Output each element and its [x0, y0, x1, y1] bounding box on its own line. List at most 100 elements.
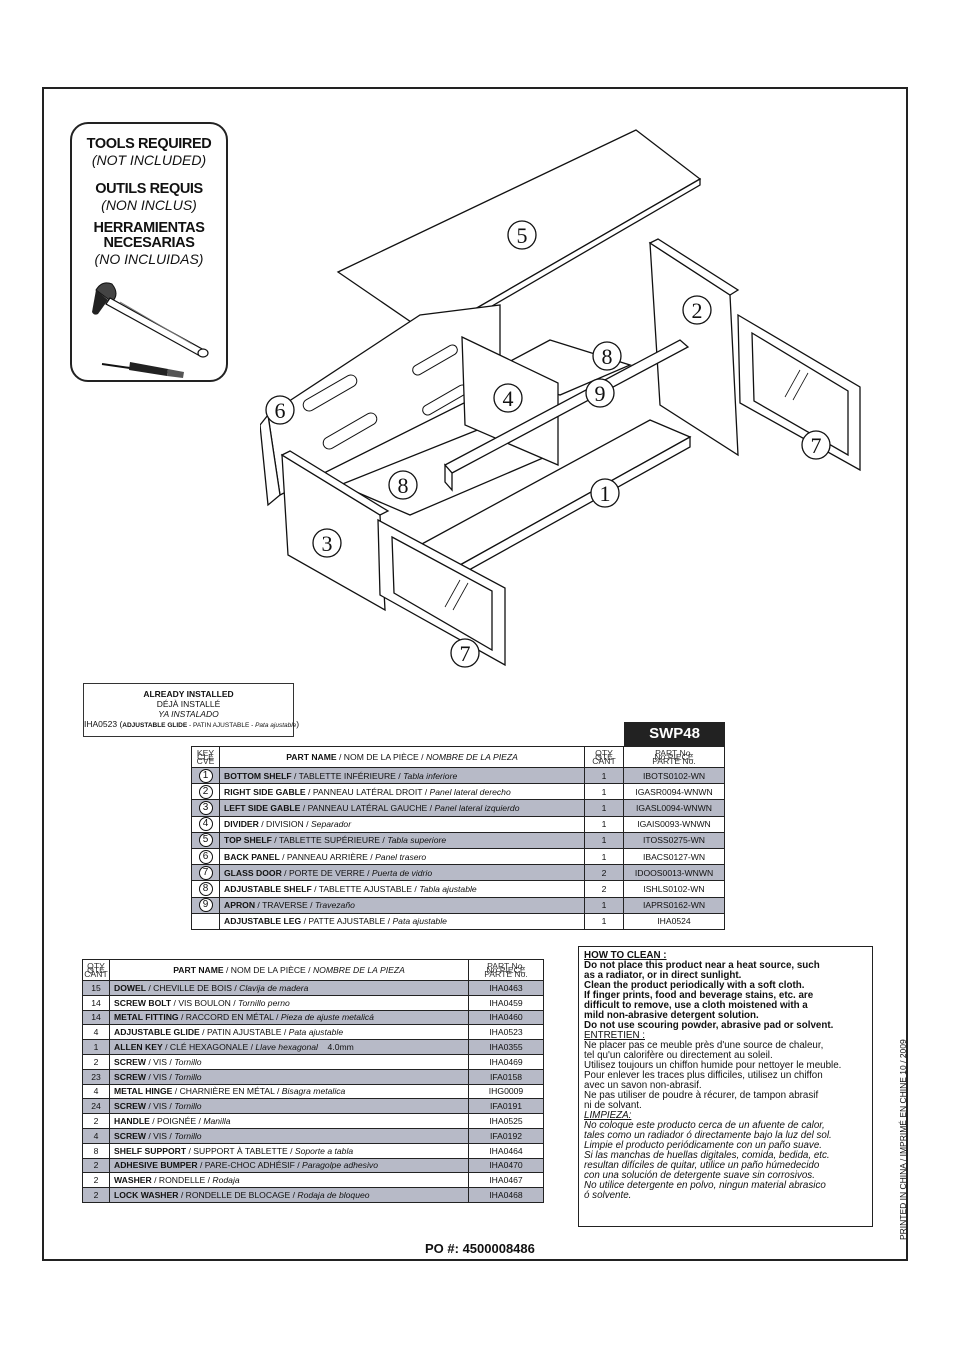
parts-number: ITOSS0275-WN: [623, 831, 725, 849]
clean-line: Ne pas utiliser de poudre à récurer, de …: [584, 1090, 819, 1101]
hardware-part-number: IFA0191: [468, 1098, 544, 1115]
diagram-label-7a: 7: [811, 433, 822, 458]
diagram-label-5: 5: [517, 223, 528, 248]
parts-key: [191, 912, 220, 930]
hardware-part-number: IHA0467: [468, 1172, 544, 1189]
parts-name: APRON / TRAVERSE / Travezaño: [219, 896, 585, 914]
clean-title-en: HOW TO CLEAN :: [584, 950, 667, 961]
parts-key: 7: [191, 864, 220, 882]
clean-line: Utilisez toujours un chiffon humide pour…: [584, 1060, 842, 1071]
hardware-qty: 4: [82, 1127, 110, 1144]
hardware-name: SHELF SUPPORT / SUPPORT À TABLETTE / Sop…: [109, 1142, 469, 1159]
hardware-name: SCREW BOLT / VIS BOULON / Tornillo perno: [109, 994, 469, 1011]
diagram-label-9: 9: [595, 381, 606, 406]
hardware-name: METAL FITTING / RACCORD EN MÉTAL / Pieza…: [109, 1009, 469, 1026]
diagram-label-6: 6: [275, 398, 286, 423]
parts-qty: 1: [584, 912, 624, 930]
parts-qty: 2: [584, 880, 624, 898]
parts-number: IAPRS0162-WN: [623, 896, 725, 914]
key-number-badge: 1: [198, 768, 213, 783]
parts-key: 6: [191, 847, 220, 866]
hardware-header-name: PART NAME / NOM DE LA PIÈCE / NOMBRE DE …: [109, 959, 469, 981]
model-number: SWP48: [624, 722, 725, 746]
parts-qty: 1: [584, 815, 624, 833]
hardware-qty: 2: [82, 1172, 110, 1189]
clean-line: Pour enlever les traces plus difficiles,…: [584, 1070, 823, 1081]
hardware-qty: 15: [82, 980, 110, 996]
hardware-name: SCREW / VIS / Tornillo: [109, 1127, 469, 1144]
parts-number: IHA0524: [623, 912, 725, 930]
hardware-qty: 4: [82, 1083, 110, 1100]
po-number: PO #: 4500008486: [425, 1241, 535, 1256]
parts-number: IBACS0127-WN: [623, 847, 725, 866]
parts-qty: 1: [584, 896, 624, 914]
hardware-part-number: IHA0469: [468, 1053, 544, 1070]
parts-key: 3: [191, 799, 220, 817]
diagram-label-1: 1: [600, 481, 611, 506]
parts-name: BACK PANEL / PANNEAU ARRIÈRE / Panel tra…: [219, 847, 585, 866]
parts-header-key: KEY CLE CVE: [191, 746, 220, 768]
parts-name: GLASS DOOR / PORTE DE VERRE / Puerta de …: [219, 864, 585, 882]
hardware-part-number: IFA0158: [468, 1068, 544, 1085]
hardware-qty: 2: [82, 1157, 110, 1174]
parts-key: 9: [191, 896, 220, 914]
tools-title-es-1: HERRAMIENTAS: [93, 220, 205, 236]
parts-qty: 1: [584, 847, 624, 866]
hardware-name: HANDLE / POIGNÉE / Manilla: [109, 1113, 469, 1129]
parts-number: ISHLS0102-WN: [623, 880, 725, 898]
diagram-label-2: 2: [692, 298, 703, 323]
parts-number: IDOOS0013-WNWN: [623, 864, 725, 882]
clean-line: as a radiator, or in direct sunlight.: [584, 970, 742, 981]
hardware-qty: 23: [82, 1068, 110, 1085]
parts-key: 5: [191, 831, 220, 849]
diagram-label-3: 3: [322, 531, 333, 556]
clean-line: Clean the product periodically with a so…: [584, 980, 805, 991]
clean-line: Limpie el producto periódicamente con un…: [584, 1140, 823, 1151]
hardware-qty: 2: [82, 1053, 110, 1070]
hardware-part-number: IHA0525: [468, 1113, 544, 1129]
hardware-name: LOCK WASHER / RONDELLE DE BLOCAGE / Roda…: [109, 1187, 469, 1203]
parts-name: ADJUSTABLE LEG / PATTE AJUSTABLE / Pata …: [219, 912, 585, 930]
hardware-name: WASHER / RONDELLE / Rodaja: [109, 1172, 469, 1189]
parts-name: ADJUSTABLE SHELF / TABLETTE AJUSTABLE / …: [219, 880, 585, 898]
clean-line: ni de solvant.: [584, 1100, 642, 1111]
clean-line: ó solvente.: [584, 1190, 632, 1201]
hardware-part-number: IHA0459: [468, 994, 544, 1011]
parts-table: KEY CLE CVE PART NAME / NOM DE LA PIÈCE …: [191, 746, 725, 930]
clean-line: Si las manchas de huellas digitales, com…: [584, 1150, 830, 1161]
parts-key: 1: [191, 766, 220, 785]
clean-line: No coloque este producto cerca de un afu…: [584, 1120, 825, 1131]
clean-line: tales como un radiador ó directamente ba…: [584, 1130, 832, 1141]
hardware-part-number: IHA0460: [468, 1009, 544, 1026]
hardware-qty: 1: [82, 1039, 110, 1055]
parts-key: 8: [191, 880, 220, 898]
clean-line: tel qu'un calorifère ou directement au s…: [584, 1050, 773, 1061]
already-installed-part: IHA0523 (ADJUSTABLE GLIDE - PATIN AJUSTA…: [84, 719, 300, 729]
hardware-name: ADHESIVE BUMPER / PARE-CHOC ADHÉSIF / Pa…: [109, 1157, 469, 1174]
hardware-part-number: IHA0470: [468, 1157, 544, 1174]
key-number-badge: 3: [198, 800, 213, 815]
hardware-qty: 2: [82, 1113, 110, 1129]
clean-line: con una solución de detergente suave sin…: [584, 1170, 815, 1181]
hardware-header-row: QTY QTE CANT PART NAME / NOM DE LA PIÈCE…: [82, 959, 544, 981]
tools-sub-en: (NOT INCLUDED): [91, 152, 207, 168]
hardware-part-number: IFA0192: [468, 1127, 544, 1144]
hardware-table: QTY QTE CANT PART NAME / NOM DE LA PIÈCE…: [82, 959, 544, 1203]
parts-number: IBOTS0102-WN: [623, 766, 725, 785]
hardware-name: ALLEN KEY / CLÉ HEXAGONALE / Llave hexag…: [109, 1039, 469, 1055]
parts-qty: 1: [584, 831, 624, 849]
hardware-part-number: IHA0463: [468, 980, 544, 996]
clean-line: If finger prints, food and beverage stai…: [584, 990, 814, 1001]
key-number-badge: 6: [198, 849, 213, 864]
clean-line: resultan difíciles de quitar, utilice un…: [584, 1160, 820, 1171]
hardware-name: SCREW / VIS / Tornillo: [109, 1053, 469, 1070]
